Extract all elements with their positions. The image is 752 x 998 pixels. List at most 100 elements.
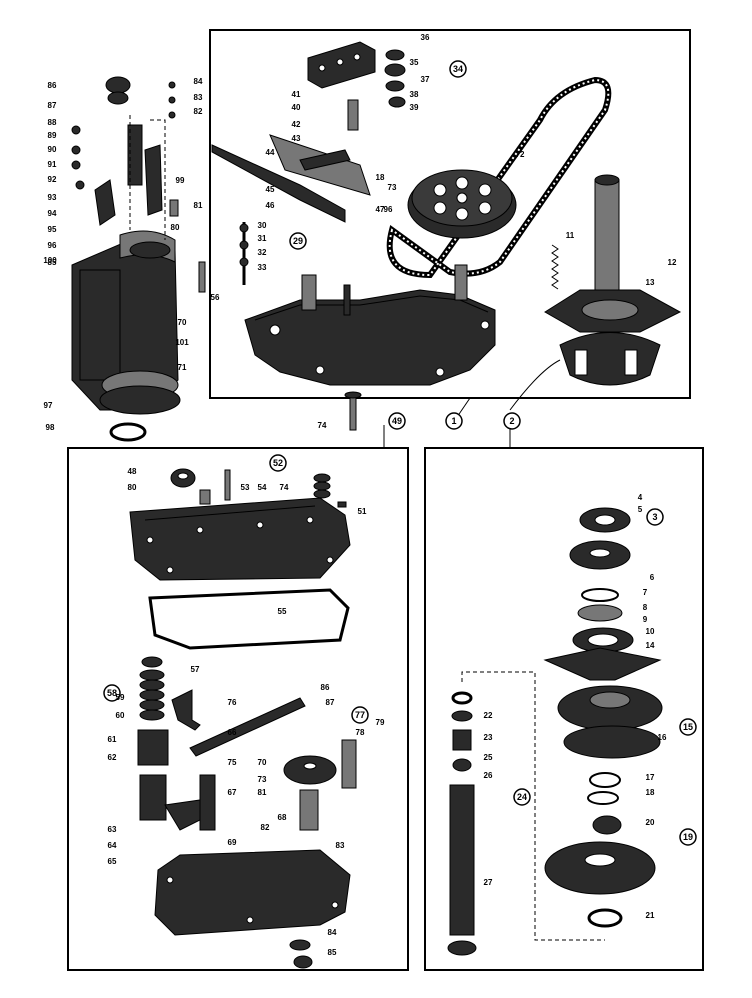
part-label-49: 49 <box>392 416 402 426</box>
part-label-63: 63 <box>108 825 117 834</box>
part-label-18: 18 <box>646 788 655 797</box>
lever-73 <box>189 697 306 757</box>
part-label-5: 5 <box>638 505 643 514</box>
part-label-29: 29 <box>293 236 303 246</box>
part-label-89: 89 <box>48 131 57 140</box>
part-label-55: 55 <box>278 607 287 616</box>
part-label-11: 11 <box>566 231 575 240</box>
spring-77 <box>341 739 357 789</box>
washer-82 <box>289 939 311 951</box>
part-label-51: 51 <box>358 507 367 516</box>
part-label-59: 59 <box>116 693 125 702</box>
part-label-47: 47 <box>376 205 385 214</box>
callout-circle-34 <box>449 60 467 78</box>
part-label-18: 18 <box>376 173 385 182</box>
part-label-1: 1 <box>451 416 456 426</box>
part-label-98: 98 <box>46 423 55 432</box>
gear-case-cover <box>129 497 351 581</box>
washer-97 <box>109 422 147 442</box>
part-label-73: 73 <box>258 775 267 784</box>
clutch-top-assembly <box>569 507 634 653</box>
part-label-2: 2 <box>509 416 514 426</box>
part-label-9: 9 <box>643 615 648 624</box>
part-label-84: 84 <box>194 77 203 86</box>
part-label-67: 67 <box>228 788 237 797</box>
part-label-75: 75 <box>228 758 237 767</box>
part-label-20: 20 <box>646 818 655 827</box>
part-label-73: 73 <box>388 183 397 192</box>
spring-column-58 <box>137 656 169 821</box>
agitator-shaft-assembly <box>544 174 682 386</box>
part-label-80: 80 <box>128 483 137 492</box>
dashed-guide-left-2 <box>150 119 166 240</box>
callout-circle-19 <box>679 828 697 846</box>
part-label-83: 83 <box>336 841 345 850</box>
spring-stack-34 <box>384 49 406 108</box>
part-label-66: 66 <box>228 728 237 737</box>
part-label-99: 99 <box>176 176 185 185</box>
part-label-35: 35 <box>410 58 419 67</box>
part-label-79: 79 <box>376 718 385 727</box>
bolt-31 <box>344 391 362 431</box>
part-label-64: 64 <box>108 841 117 850</box>
part-label-38: 38 <box>410 90 419 99</box>
part-label-43: 43 <box>292 134 301 143</box>
part-label-62: 62 <box>108 753 117 762</box>
part-label-54: 54 <box>258 483 267 492</box>
callout-circle-24 <box>513 788 531 806</box>
bushing-54 <box>199 489 211 505</box>
part-label-15: 15 <box>683 722 693 732</box>
part-label-88: 88 <box>48 118 57 127</box>
shift-fork-76 <box>171 689 201 731</box>
part-label-91: 91 <box>48 160 57 169</box>
part-label-23: 23 <box>484 733 493 742</box>
spring-11 <box>551 244 559 290</box>
part-label-60: 60 <box>116 711 125 720</box>
pulley-wheel <box>407 169 517 239</box>
part-label-37: 37 <box>421 75 430 84</box>
part-label-40: 40 <box>292 103 301 112</box>
part-label-8: 8 <box>643 603 648 612</box>
dashed-guide-right <box>461 671 605 941</box>
pin-53 <box>224 469 231 501</box>
part-label-74: 74 <box>280 483 289 492</box>
part-label-33: 33 <box>258 263 267 272</box>
part-label-61: 61 <box>108 735 117 744</box>
gearbox-housing <box>244 264 496 386</box>
part-label-57: 57 <box>191 665 200 674</box>
part-label-97: 97 <box>44 401 53 410</box>
part-label-85: 85 <box>328 948 337 957</box>
part-label-81: 81 <box>194 201 203 210</box>
callout-circle-49 <box>388 412 406 430</box>
part-label-84: 84 <box>328 928 337 937</box>
callout-circle-77 <box>351 706 369 724</box>
part-label-4: 4 <box>638 493 643 502</box>
part-label-27: 27 <box>484 878 493 887</box>
part-label-86: 86 <box>321 683 330 692</box>
part-label-17: 17 <box>646 773 655 782</box>
leader-2b <box>509 359 561 411</box>
part-label-101: 101 <box>175 338 189 347</box>
part-label-10: 10 <box>646 627 655 636</box>
bottom-left-panel-frame <box>67 447 409 971</box>
part-label-3: 3 <box>652 512 657 522</box>
part-label-13: 13 <box>646 278 655 287</box>
part-label-53: 53 <box>241 483 250 492</box>
part-label-100: 100 <box>43 256 57 265</box>
part-label-83: 83 <box>194 93 203 102</box>
part-label-72: 72 <box>516 150 525 159</box>
part-label-70: 70 <box>258 758 267 767</box>
bottom-right-panel-frame <box>424 447 704 971</box>
part-label-82: 82 <box>194 107 203 116</box>
part-label-25: 25 <box>484 753 493 762</box>
part-label-78: 78 <box>356 728 365 737</box>
part-label-19: 19 <box>683 832 693 842</box>
spring-group-29 <box>198 222 249 293</box>
callout-circle-29 <box>289 232 307 250</box>
part-label-7: 7 <box>643 588 648 597</box>
gasket-55 <box>148 588 350 650</box>
part-label-31: 31 <box>258 234 267 243</box>
pin-56 <box>198 261 206 293</box>
upper-linkage-left <box>71 76 179 226</box>
part-label-71: 71 <box>178 363 187 372</box>
